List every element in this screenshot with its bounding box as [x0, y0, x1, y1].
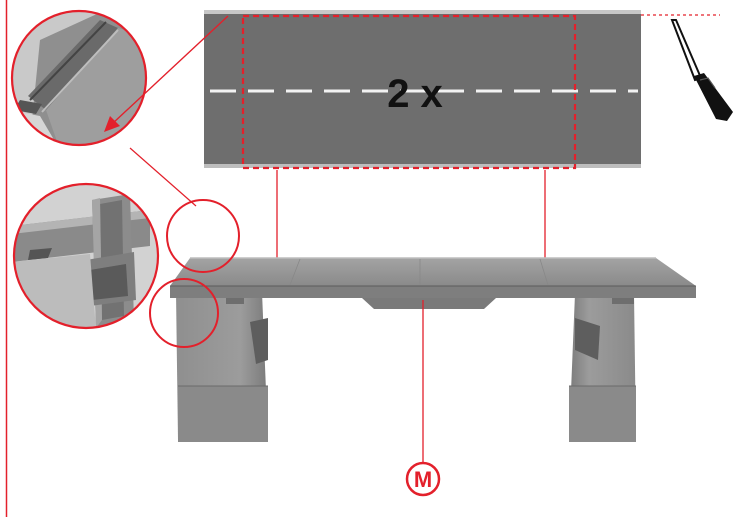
highlight-circle-upper	[166, 199, 240, 273]
cut-area-outline	[241, 14, 577, 170]
detail-magnifier-rail	[10, 9, 148, 147]
marker-m-badge: M	[405, 461, 441, 497]
multiplier-label: 2 x	[387, 72, 443, 116]
marker-label: M	[414, 467, 432, 492]
detail-magnifier-joint	[12, 182, 160, 330]
bridge-deck-edge	[170, 286, 696, 298]
bridge-pier-right	[569, 294, 636, 442]
highlight-circle-lower	[149, 278, 219, 348]
hobby-knife-icon	[670, 19, 733, 121]
detail-pointer-rail	[104, 15, 229, 132]
road-sheet	[204, 10, 641, 168]
bridge-deck-top	[170, 258, 696, 286]
bridge-model	[170, 257, 696, 442]
detail-connector	[129, 147, 197, 207]
bridge-pier-left	[176, 292, 268, 442]
bridge-center-rib	[362, 298, 496, 309]
